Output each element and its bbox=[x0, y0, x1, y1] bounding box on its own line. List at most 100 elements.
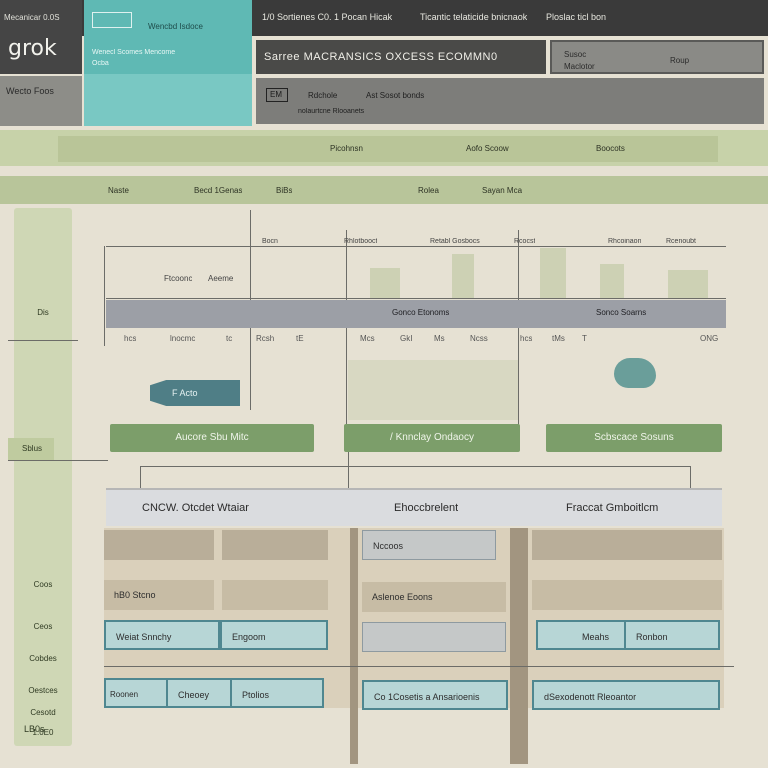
grid-cell[interactable]: dSexodenott Rleoantor bbox=[532, 680, 720, 710]
mid-label: Aeeme bbox=[208, 274, 234, 283]
band2-item-1[interactable]: Naste bbox=[108, 186, 129, 195]
arrow-pill[interactable]: F Acto bbox=[150, 380, 240, 406]
connector-line bbox=[690, 466, 691, 488]
axis-label: Rhcoinaon bbox=[608, 238, 642, 245]
band1-item-3[interactable]: Boocots bbox=[596, 144, 625, 153]
tick-label: GkI bbox=[400, 334, 413, 343]
user-box-line-1: Susoc bbox=[564, 50, 587, 59]
sidebar-item-2[interactable]: Coos bbox=[33, 580, 53, 589]
grid-cell[interactable]: Cheoey bbox=[166, 678, 232, 708]
header-row-right: Sonco Soarns bbox=[596, 308, 647, 317]
grid-cell[interactable] bbox=[532, 580, 722, 610]
grid-cell[interactable] bbox=[104, 530, 214, 560]
band1-item-2[interactable]: Aofo Scoow bbox=[466, 144, 509, 153]
tick-label: tE bbox=[296, 334, 304, 343]
band2-item-2[interactable]: Becd 1Genas bbox=[194, 186, 243, 195]
top-menu-item-2[interactable]: Ticantic telaticide bnicnaok bbox=[420, 12, 528, 22]
button-2[interactable]: / Knnclay Ondaocy bbox=[344, 424, 520, 452]
user-box[interactable]: Susoc Maclotor Roup bbox=[550, 40, 764, 74]
divider bbox=[8, 340, 78, 341]
band-secondary: Naste Becd 1Genas BiBs Rolea Sayan Mca bbox=[0, 176, 768, 204]
connector-line bbox=[346, 230, 347, 430]
teal-panel-line-2: Ocba bbox=[92, 60, 109, 67]
toolbar-line: nolaurtcne Rlooanets bbox=[298, 108, 365, 115]
left-panel: Wecto Foos bbox=[0, 76, 82, 126]
toolbar-icon-label: EM bbox=[270, 90, 282, 99]
sidebar: Dis Coos Ceos Cobdes Oestces Cesotd 1.0E… bbox=[14, 208, 72, 746]
connector-line bbox=[518, 230, 519, 430]
connector-line bbox=[140, 466, 690, 467]
grid-cell[interactable]: Meahs bbox=[536, 620, 626, 650]
top-menu-item-1[interactable]: 1/0 Sortienes C0. 1 Pocan Hicak bbox=[262, 12, 393, 22]
grid-cell[interactable]: Co 1Cosetis a Ansarioenis bbox=[362, 680, 508, 710]
band2-item-4[interactable]: Rolea bbox=[418, 186, 439, 195]
axis-label: Rcocst bbox=[514, 238, 536, 245]
teal-panel-lower bbox=[84, 74, 252, 126]
sidebar-item-6[interactable]: Cesotd bbox=[30, 708, 56, 717]
tick-label: tMs bbox=[552, 334, 565, 343]
toolbar: EM Rdchole Ast Sosot bonds nolaurtcne Rl… bbox=[256, 78, 764, 124]
background-skyline bbox=[348, 360, 518, 420]
grid-cell[interactable]: Nccoos bbox=[362, 530, 496, 560]
brand-caption: Mecanicar 0.0S bbox=[4, 13, 60, 22]
axis-label: Rhlotbooct bbox=[344, 238, 378, 245]
grid-cell[interactable]: hB0 Stcno bbox=[104, 580, 214, 610]
button-1[interactable]: Aucore Sbu Mitc bbox=[110, 424, 314, 452]
sidebar-item-1[interactable]: Dis bbox=[37, 308, 49, 317]
grid-cell[interactable]: Roonen bbox=[104, 678, 168, 708]
toolbar-icon[interactable]: EM bbox=[266, 88, 288, 102]
grid-cell[interactable]: Engoom bbox=[220, 620, 328, 650]
axis-label: Bocn bbox=[262, 238, 278, 245]
background-building bbox=[540, 248, 566, 298]
background-building bbox=[668, 270, 708, 298]
header-row-left: Gonco Etonoms bbox=[392, 308, 450, 317]
teal-panel-line-1: Wenecl Scomes Mencome bbox=[92, 49, 176, 56]
axis-line bbox=[106, 246, 726, 247]
band1-item-1[interactable]: Picohnsn bbox=[330, 144, 363, 153]
top-menu-item-3[interactable]: Ploslac ticl bon bbox=[546, 12, 607, 22]
band-primary-inner: Picohnsn Aofo Scoow Boocots bbox=[58, 136, 718, 162]
tick-label: Ncss bbox=[470, 334, 488, 343]
sidebar-item-5[interactable]: Oestces bbox=[28, 686, 58, 695]
grid-cell[interactable]: Ronbon bbox=[624, 620, 720, 650]
grid-header-col-2: Ehoccbrelent bbox=[394, 502, 459, 514]
tick-label: tc bbox=[226, 334, 233, 343]
teal-panel-title: Wencbd Isdoce bbox=[148, 22, 203, 31]
grid-header-col-1: CNCW. Otcdet Wtaiar bbox=[142, 502, 249, 514]
button-3[interactable]: Scbscace Sosuns bbox=[546, 424, 722, 452]
tick-label: T bbox=[582, 334, 587, 343]
grid-divider bbox=[350, 528, 358, 764]
grid-cell[interactable] bbox=[222, 580, 328, 610]
grid-cell[interactable]: Aslenoe Eoons bbox=[362, 582, 506, 612]
tick-label: lnocmc bbox=[170, 334, 196, 343]
grid-cell[interactable]: Weiat Snnchy bbox=[104, 620, 220, 650]
background-building bbox=[452, 254, 474, 298]
connector-line bbox=[140, 466, 141, 488]
logo[interactable]: grok bbox=[8, 36, 57, 61]
toolbar-item-2[interactable]: Ast Sosot bonds bbox=[366, 91, 425, 100]
sidebar-item-8[interactable]: LB0s bbox=[24, 724, 45, 734]
grid-cell[interactable] bbox=[532, 530, 722, 560]
axis-line bbox=[106, 298, 726, 299]
divider bbox=[8, 460, 108, 461]
grid-cell[interactable] bbox=[362, 622, 506, 652]
toolbar-item-1[interactable]: Rdchole bbox=[308, 91, 338, 100]
grid-line bbox=[104, 666, 734, 667]
teal-panel: Wencbd Isdoce Wenecl Scomes Mencome Ocba bbox=[84, 0, 252, 126]
tick-label: Mcs bbox=[360, 334, 375, 343]
background-building bbox=[600, 264, 624, 298]
sidebar-tab[interactable]: Sblus bbox=[8, 438, 54, 460]
tick-label: ONG bbox=[700, 334, 719, 343]
tab-icon[interactable] bbox=[92, 12, 132, 28]
band2-item-3[interactable]: BiBs bbox=[276, 186, 293, 195]
sidebar-item-7[interactable]: 1.0E0 bbox=[32, 728, 54, 737]
grid-cell[interactable]: Ptolios bbox=[230, 678, 324, 708]
axis-label: Retabl Gosbocs bbox=[430, 238, 480, 245]
tick-label: Ms bbox=[434, 334, 445, 343]
grid-cell[interactable] bbox=[222, 530, 328, 560]
axis-label: Rcenoubt bbox=[666, 238, 696, 245]
sidebar-item-3[interactable]: Ceos bbox=[33, 622, 53, 631]
connector-line bbox=[348, 452, 349, 488]
band2-item-5[interactable]: Sayan Mca bbox=[482, 186, 523, 195]
sidebar-item-4[interactable]: Cobdes bbox=[29, 654, 57, 663]
